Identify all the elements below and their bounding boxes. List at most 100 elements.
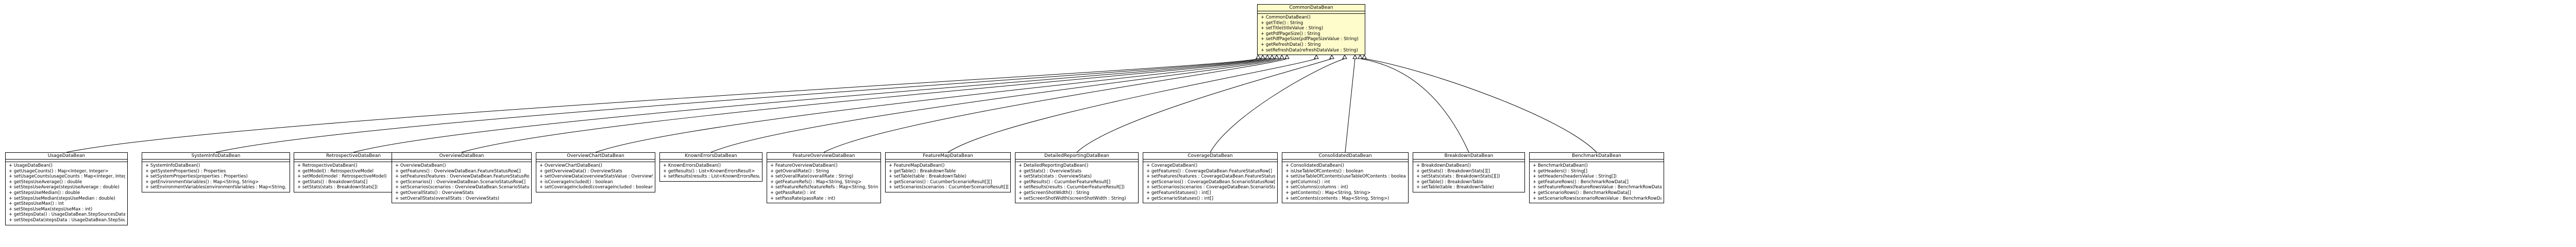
class-box-breakdown-data-bean[interactable]: BreakdownDataBean+ BreakdownDataBean()+ …: [1413, 152, 1525, 192]
class-operations-compartment: + ConsolidatedDataBean()+ isUseTableOfCo…: [1282, 162, 1408, 203]
class-attributes-compartment: [142, 160, 290, 162]
generalization-arrowhead: [1284, 54, 1290, 59]
operation: + getSystemProperties() : Properties: [145, 168, 226, 174]
operation: + isCoverageIncluded() : boolean: [539, 179, 613, 185]
class-attributes-compartment: [294, 160, 413, 162]
operation: + getResults() : CucumberFeatureResult[]: [1019, 179, 1111, 185]
class-attributes-compartment: [767, 160, 880, 162]
class-attributes-compartment: [1258, 11, 1365, 14]
operation: + setStats(stats : BreakdownStats[][]): [1416, 174, 1500, 180]
class-operations-compartment: + CommonDataBean() + getTitle() : String…: [1258, 14, 1365, 55]
class-attributes-compartment: [6, 160, 127, 162]
generalization-arrowhead: [1274, 54, 1279, 59]
generalization-edge: [353, 58, 1268, 153]
operation: + setTable(table : BreakdownTable): [1416, 185, 1494, 190]
operation: + BenchmarkDataBean(): [1533, 163, 1588, 168]
class-attributes-compartment: [660, 160, 762, 162]
class-attributes-compartment: [392, 160, 531, 162]
operation: + setFeatures(features : CoverageDataBea…: [1146, 174, 1275, 180]
operation: + getStepsUseMedian() : double: [9, 190, 80, 196]
operation: + setUseTableOfContents(useTableOfConten…: [1285, 174, 1406, 180]
class-name: ConsolidatedDataBean: [1282, 153, 1408, 160]
class-name: FeatureOverviewDataBean: [767, 153, 880, 160]
class-name: BenchmarkDataBean: [1530, 153, 1664, 160]
class-name: OverviewChartDataBean: [536, 153, 655, 160]
operation: + getScenarios() : OverviewDataBean.Scen…: [395, 179, 526, 185]
class-operations-compartment: + OverviewDataBean()+ getFeatures() : Ov…: [392, 162, 531, 203]
class-box-overview-data-bean[interactable]: OverviewDataBean+ OverviewDataBean()+ ge…: [392, 152, 532, 204]
operation: + getFeatures() : OverviewDataBean.Featu…: [395, 168, 521, 174]
class-box-feature-overview-data-bean[interactable]: FeatureOverviewDataBean + FeatureOverview…: [767, 152, 881, 204]
operation: + getModel() : RetrospectiveModel: [297, 168, 374, 174]
operation: + OverviewDataBean(): [395, 163, 446, 168]
operation: + getFeatureRows() : BenchmarkRowData[]: [1533, 179, 1629, 185]
generalization-arrowhead: [1279, 54, 1284, 59]
operation: + setUsageCounts(usageCounts : Map<Integ…: [9, 174, 125, 180]
class-name: KnownErrorsDataBean: [660, 153, 762, 160]
operation: + setStepsData(stepsData : UsageDataBean…: [9, 217, 125, 223]
operation: + setPassRate(passRate : int): [770, 196, 836, 201]
generalization-edge: [947, 58, 1317, 153]
operation: + setOverviewData(overviewStatsValue : O…: [539, 174, 653, 180]
operation: + setScenarios(scenarios : OverviewDataB…: [395, 185, 529, 190]
operation: + FeatureOverviewDataBean(): [770, 163, 838, 168]
operation: + setFeatureRefs(featureRefs : Map<Strin…: [770, 185, 878, 190]
generalization-arrowhead: [1342, 54, 1347, 59]
generalization-arrowhead: [1265, 54, 1270, 59]
operation: + CoverageDataBean(): [1146, 163, 1198, 168]
operation: + setFeatures(features : OverviewDataBea…: [395, 174, 529, 180]
class-box-common-data-bean[interactable]: CommonDataBean + CommonDataBean() + getT…: [1257, 4, 1365, 56]
class-attributes-compartment: [1530, 160, 1664, 162]
operation: + getPassRate() : int: [770, 190, 816, 196]
operation: + getEnvironmentVariables() : Map<String…: [145, 179, 259, 185]
generalization-edge: [823, 58, 1287, 153]
class-box-overview-chart-data-bean[interactable]: OverviewChartDataBean + OverviewChartData…: [536, 152, 655, 192]
operation: + getOverallRate() : String: [770, 168, 829, 174]
operation: + setModel(model : RetrospectiveModel): [297, 174, 387, 180]
class-box-known-errors-data-bean[interactable]: KnownErrorsDataBean + KnownErrorsDataBean…: [659, 152, 762, 182]
operation: + setScreenShotWidth(screenShotWidth : S…: [1019, 196, 1126, 201]
operation: + getStats() : OverviewStats: [1019, 168, 1082, 174]
generalization-arrowhead: [1256, 54, 1261, 59]
operation: + setOverallStats(overallStats : Overvie…: [395, 196, 500, 201]
operation: + getUsageCounts() : Map<Integer, Intege…: [9, 168, 109, 174]
class-box-coverage-data-bean[interactable]: CoverageDataBean + CoverageDataBean() + ge…: [1143, 152, 1278, 204]
generalization-edge: [215, 58, 1263, 153]
operation: + OverviewChartDataBean(): [539, 163, 602, 168]
class-box-feature-map-data-bean[interactable]: FeatureMapDataBean + FeatureMapDataBean()…: [885, 152, 1011, 192]
operation: + setStepsUseMedian(stepsUseMedian : dou…: [9, 196, 115, 201]
class-name: OverviewDataBean: [392, 153, 531, 160]
class-name: FeatureMapDataBean: [886, 153, 1010, 160]
class-operations-compartment: + UsageDataBean()+ getUsageCounts() : Ma…: [6, 162, 127, 225]
class-name: CoverageDataBean: [1143, 153, 1277, 160]
class-box-usage-data-bean[interactable]: UsageDataBean+ UsageDataBean()+ getUsage…: [5, 152, 128, 225]
generalization-arrowhead: [1269, 54, 1275, 59]
class-operations-compartment: + FeatureMapDataBean()+ getTable() : Bre…: [886, 162, 1010, 192]
operation: + SystemInfoDataBean(): [145, 163, 200, 168]
generalization-arrowhead: [1260, 54, 1265, 59]
operation: + BreakdownDataBean(): [1416, 163, 1471, 168]
class-operations-compartment: + KnownErrorsDataBean()+ getResults() : …: [660, 162, 762, 181]
operation: + setContents(contents : Map<String, Str…: [1285, 196, 1389, 201]
class-box-consolidated-data-bean[interactable]: ConsolidatedDataBean + ConsolidatedDataBe…: [1282, 152, 1409, 204]
operation: + setPdfPageSize(pdfPageSizeValue : Stri…: [1261, 37, 1359, 42]
operation: + getStepsUseAverage() : double: [9, 179, 82, 185]
operation: + setFeatureRows(featureRowsValue : Benc…: [1533, 185, 1662, 190]
operation: + getOverviewData() : OverviewStats: [539, 168, 622, 174]
operation: + getPdfPageSize() : String: [1261, 31, 1320, 37]
generalization-edge: [1210, 58, 1345, 153]
class-box-system-info-data-bean[interactable]: SystemInfoDataBean+ SystemInfoDataBean()…: [142, 152, 290, 192]
operation: + getScenarioStatuses() : int[]: [1146, 196, 1214, 201]
class-box-benchmark-data-bean[interactable]: BenchmarkDataBean + BenchmarkDataBean() + …: [1529, 152, 1664, 204]
class-attributes-compartment: [1413, 160, 1524, 162]
operation: + setColumns(columns : int): [1285, 185, 1348, 190]
operation: + KnownErrorsDataBean(): [663, 163, 721, 168]
class-box-detailed-reporting-data-bean[interactable]: DetailedReportingDataBean+ DetailedRepor…: [1015, 152, 1139, 204]
operation: + getColumns() : int: [1285, 179, 1330, 185]
generalization-edge: [1364, 58, 1597, 153]
operation: + setScenarios(scenarios : CucumberScena…: [889, 185, 1008, 190]
generalization-edge: [461, 58, 1273, 153]
class-operations-compartment: + OverviewChartDataBean()+ getOverviewDa…: [536, 162, 655, 192]
generalization-edge: [66, 58, 1259, 153]
generalization-edge: [1360, 58, 1469, 153]
